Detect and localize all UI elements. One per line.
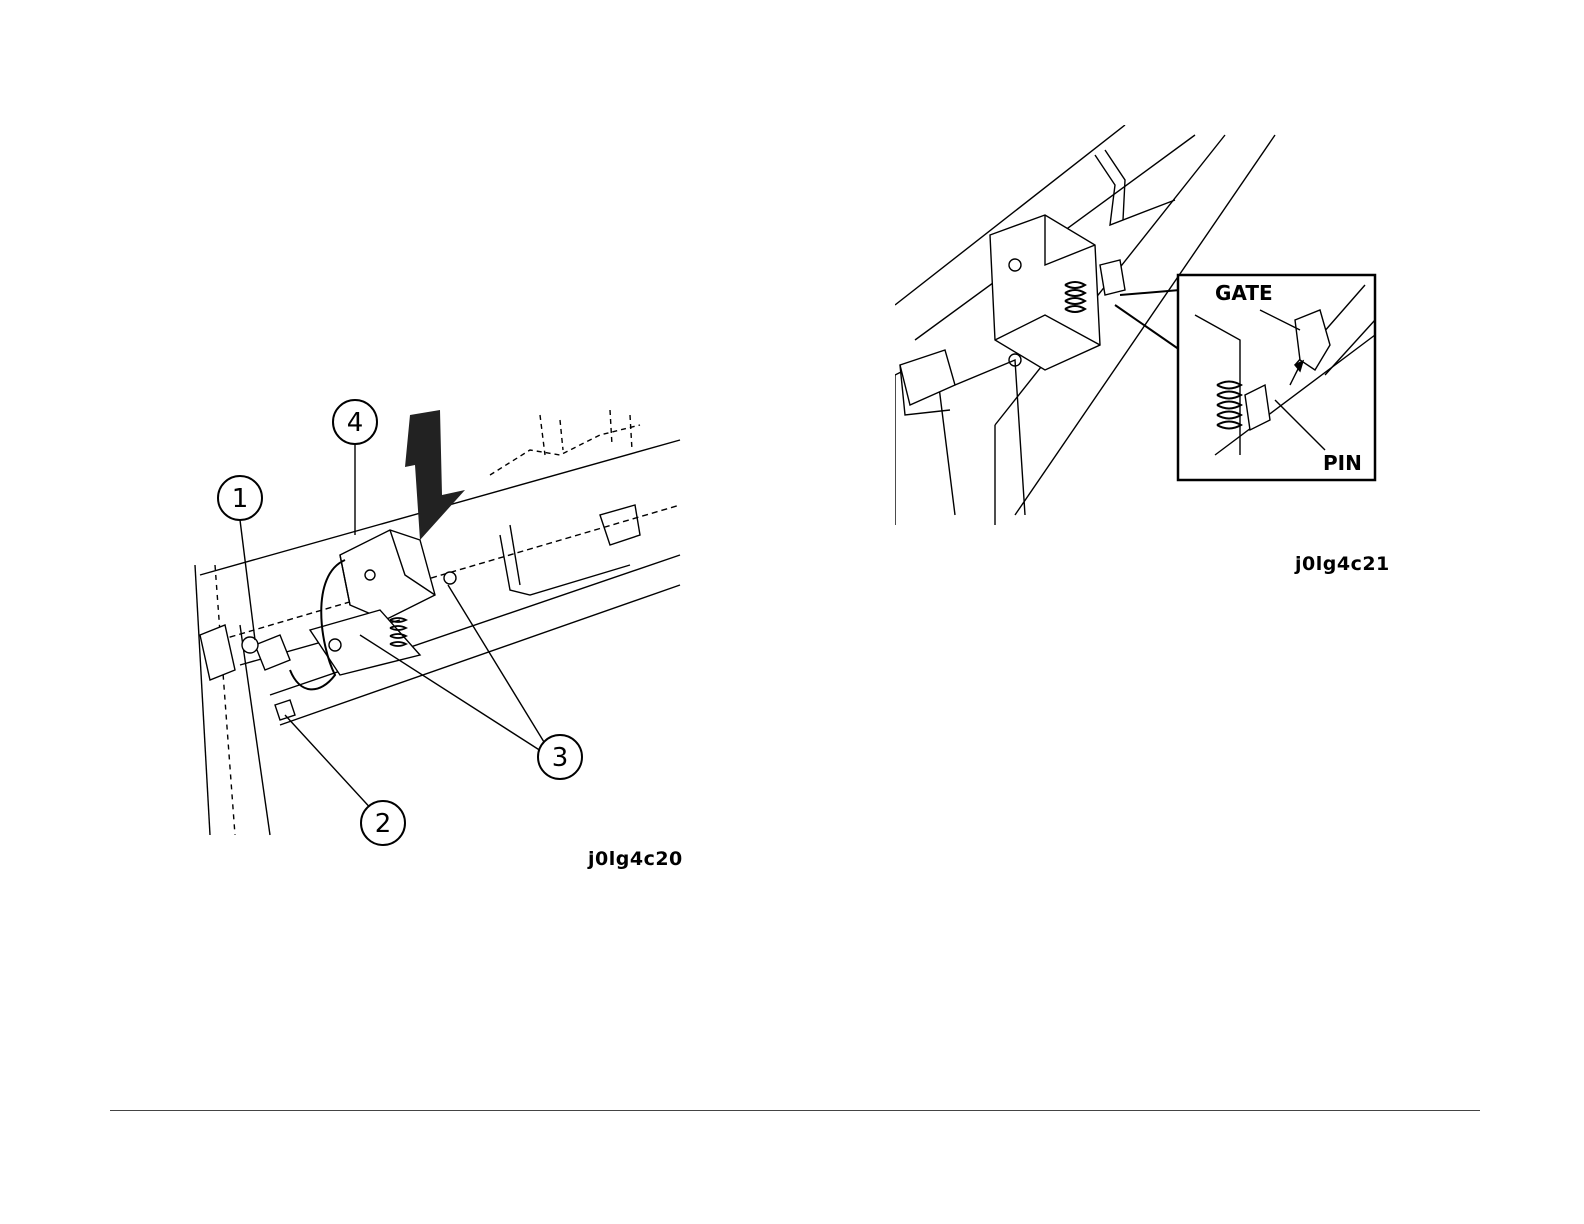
figure-2-drawing: GATE PIN: [895, 125, 1405, 525]
callout-4: 4: [347, 408, 364, 438]
figure-gate-pin-detail: GATE PIN: [895, 125, 1405, 525]
pin-label: PIN: [1323, 451, 1362, 475]
detail-inset: [1178, 275, 1375, 480]
gate-label: GATE: [1215, 281, 1273, 305]
callout-3: 3: [552, 743, 569, 773]
callout-1: 1: [232, 484, 249, 514]
figure-2-id: j0lg4c21: [1295, 553, 1390, 575]
footer-rule: [110, 1110, 1480, 1111]
figure-1-drawing: 1 4 3 2: [180, 395, 700, 855]
figure-solenoid-removal: 1 4 3 2: [180, 395, 700, 855]
figure-1-id: j0lg4c20: [588, 848, 683, 870]
callout-2: 2: [375, 809, 392, 839]
